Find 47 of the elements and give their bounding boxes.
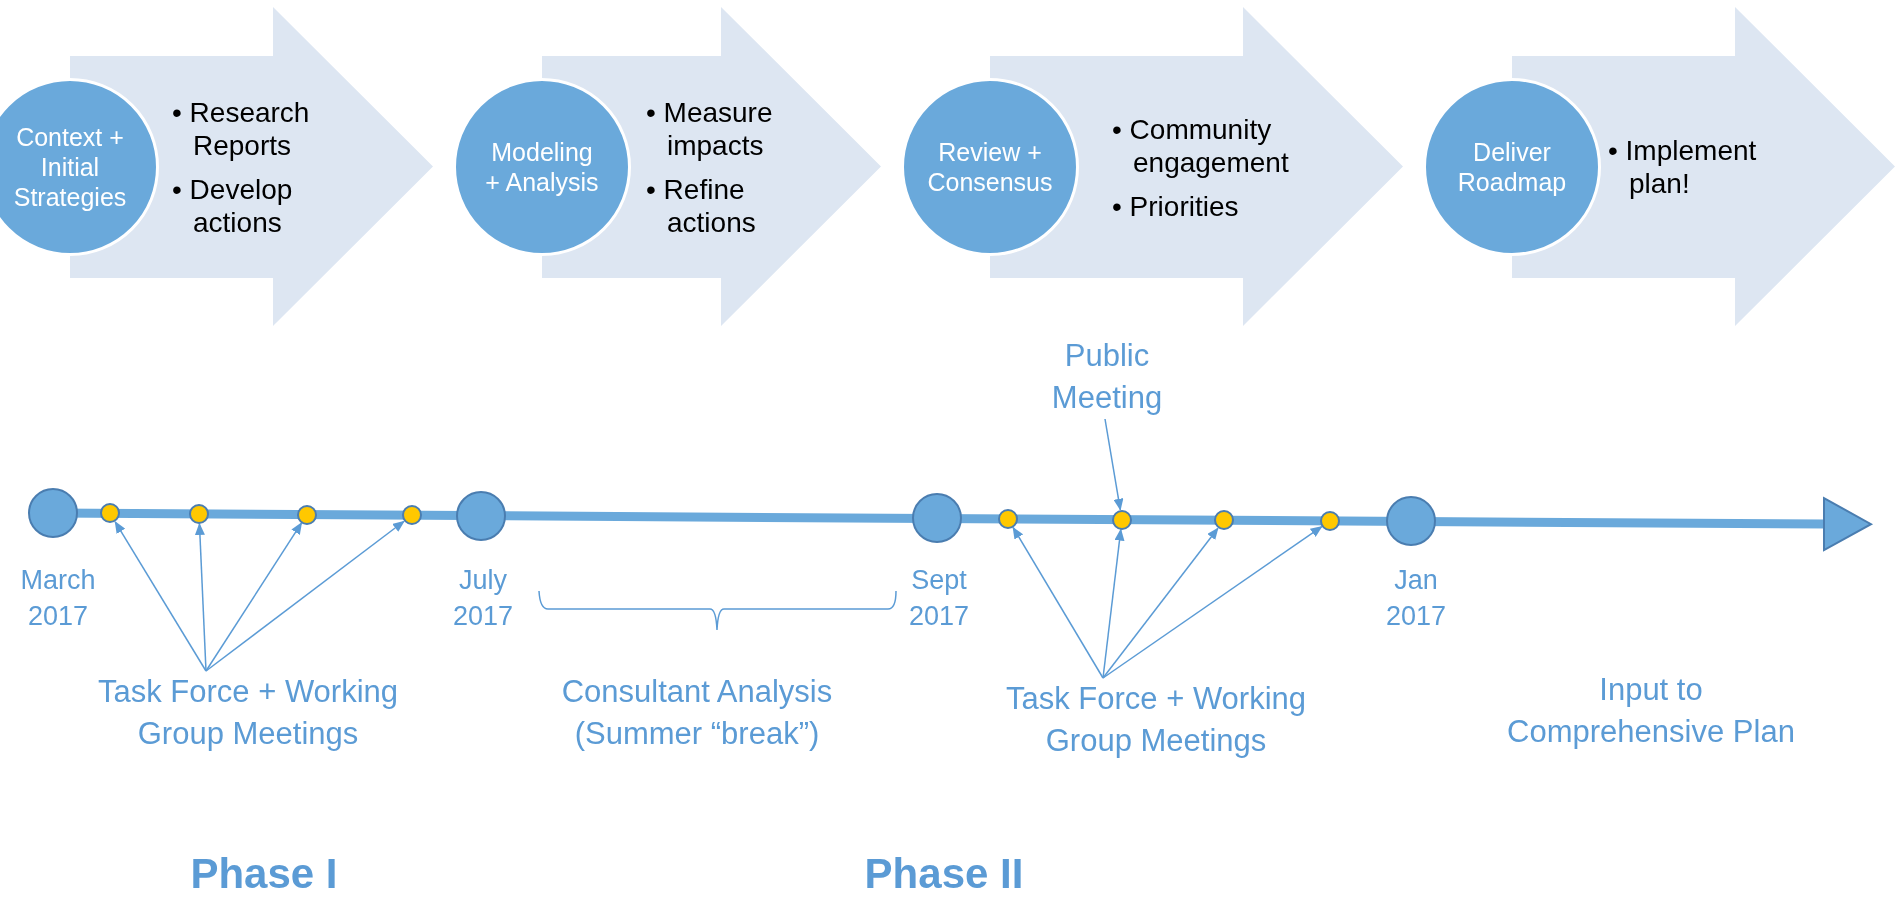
bullet-item: • Measure impacts (646, 96, 774, 162)
meeting-dot (100, 503, 120, 524)
pointer-arrow (194, 522, 207, 672)
pointer-arrow (1102, 527, 1219, 679)
milestone-circle (456, 490, 506, 541)
chevron-arrow (1512, 7, 1895, 326)
milestone-circle (28, 488, 78, 538)
bullet-item: • Refine actions (646, 173, 757, 239)
annotation-text: Public Meeting (1050, 337, 1164, 417)
chevron-arrow (70, 7, 433, 326)
date-label: July 2017 (451, 564, 515, 633)
date-label: Jan 2017 (1384, 564, 1448, 633)
pointer-arrow (1012, 526, 1104, 679)
bullet-item: • Research Reports (172, 96, 311, 162)
circle-label: Review + Consensus (927, 137, 1053, 197)
date-label: March 2017 (19, 564, 97, 633)
pointer-arrow (205, 522, 303, 672)
meeting-dot (1320, 510, 1340, 531)
milestone-circle (912, 493, 962, 544)
pointer-arrow (114, 521, 207, 672)
phase-heading: Phase II (863, 852, 1025, 896)
period-label: Consultant Analysis (Summer “break”) (560, 673, 834, 753)
bullet-item: • Implement plan! (1608, 134, 1758, 200)
circle-label: Context + Initial Strategies (12, 122, 128, 212)
date-label: Sept 2017 (907, 564, 971, 633)
pointer-arrow (1104, 418, 1124, 511)
meeting-dot (297, 504, 317, 525)
meeting-dot (189, 503, 209, 524)
meeting-dot (1214, 510, 1234, 531)
chevron-arrow (542, 7, 881, 326)
circle-label: Deliver Roadmap (1456, 137, 1568, 197)
bullet-item: • Develop actions (172, 173, 294, 239)
circle-label: Modeling + Analysis (484, 137, 600, 197)
pointer-arrow (205, 520, 405, 672)
milestone-circle (1386, 496, 1436, 547)
phase-heading: Phase I (189, 852, 339, 896)
pointer-arrow (1102, 528, 1125, 679)
outcome-label: Input to Comprehensive Plan (1506, 671, 1796, 751)
pointer-arrow (1102, 525, 1323, 679)
chevron-arrow (990, 7, 1403, 326)
meeting-dot (1112, 509, 1132, 530)
bullet-item: • Community engagement (1112, 113, 1290, 179)
meeting-dot (402, 505, 422, 526)
annotation-text: Task Force + Working Group Meetings (1004, 680, 1308, 760)
bullet-item: • Priorities (1112, 190, 1240, 223)
annotation-text: Task Force + Working Group Meetings (96, 673, 400, 753)
meeting-dot (998, 508, 1018, 529)
